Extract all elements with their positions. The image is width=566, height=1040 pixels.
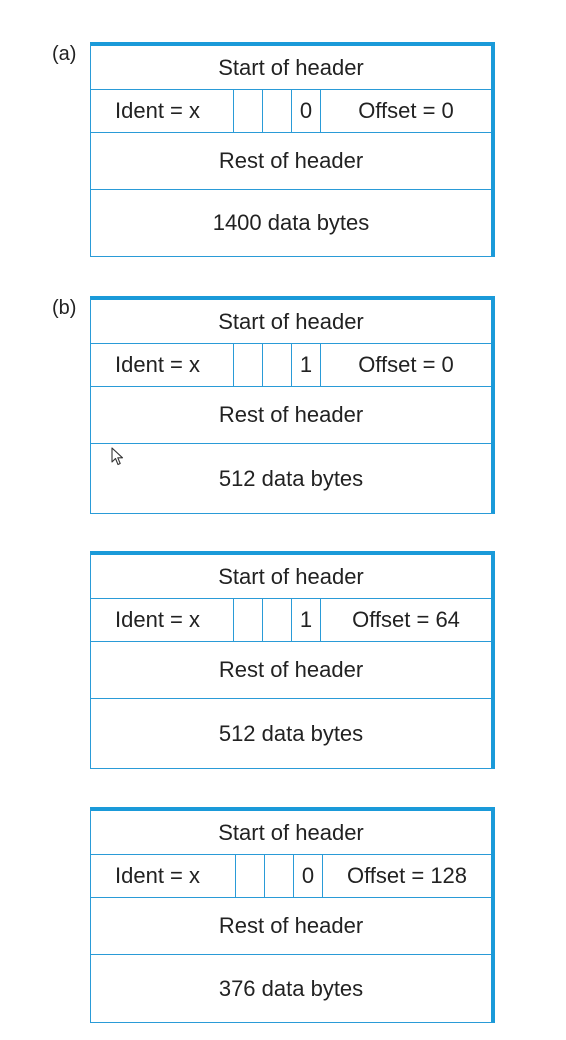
start-of-header: Start of header [218, 819, 364, 845]
data-bytes: 1400 data bytes [91, 189, 491, 256]
packet-b-fragment-3: Start of header Ident = x 0 Offset = 128… [90, 807, 495, 1023]
data-bytes: 512 data bytes [91, 698, 491, 768]
packet-a: Start of header Ident = x 0 Offset = 0 R… [90, 42, 495, 257]
rest-of-header: Rest of header [91, 132, 491, 189]
more-fragments-flag: 0 [292, 90, 321, 132]
rest-of-header: Rest of header [91, 386, 491, 443]
offset-field: Offset = 64 [352, 607, 460, 632]
ident-field: Ident = x [91, 90, 234, 132]
more-fragments-flag: 1 [292, 599, 321, 641]
packet-b-fragment-2: Start of header Ident = x 1 Offset = 64 … [90, 551, 495, 769]
header-fields-row: Ident = x 1 Offset = 0 [91, 343, 491, 386]
header-fields-row: Ident = x 0 Offset = 128 [91, 854, 491, 897]
data-bytes: 512 data bytes [91, 443, 491, 513]
data-bytes: 376 data bytes [91, 954, 491, 1022]
start-of-header: Start of header [218, 308, 364, 334]
start-of-header: Start of header [218, 54, 364, 80]
ident-field: Ident = x [91, 855, 236, 897]
start-of-header: Start of header [218, 563, 364, 589]
header-fields-row: Ident = x 1 Offset = 64 [91, 598, 491, 641]
more-fragments-flag: 0 [294, 855, 323, 897]
more-fragments-flag: 1 [292, 344, 321, 386]
flag-field [236, 855, 265, 897]
rest-of-header: Rest of header [91, 641, 491, 698]
flag-field [263, 90, 292, 132]
ident-field: Ident = x [91, 599, 234, 641]
flag-field [234, 599, 263, 641]
rest-of-header: Rest of header [91, 897, 491, 954]
flag-field [263, 599, 292, 641]
offset-field: Offset = 0 [358, 352, 454, 377]
offset-field: Offset = 128 [346, 863, 468, 888]
packet-b-fragment-1: Start of header Ident = x 1 Offset = 0 R… [90, 296, 495, 514]
label-a: (a) [52, 43, 77, 65]
ident-field: Ident = x [91, 344, 234, 386]
mouse-cursor-icon [111, 447, 124, 466]
label-b: (b) [52, 297, 77, 319]
flag-field [265, 855, 294, 897]
header-fields-row: Ident = x 0 Offset = 0 [91, 89, 491, 132]
flag-field [234, 344, 263, 386]
offset-field: Offset = 0 [358, 98, 454, 123]
flag-field [263, 344, 292, 386]
flag-field [234, 90, 263, 132]
